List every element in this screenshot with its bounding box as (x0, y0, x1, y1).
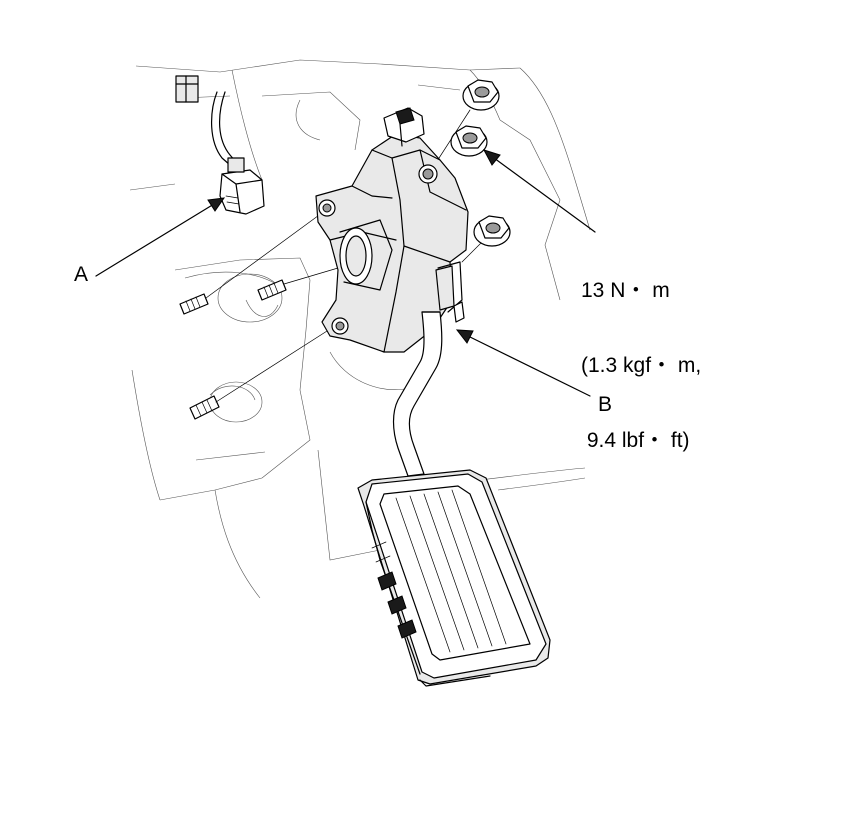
torque-line-1: 13 N・ m (581, 279, 670, 302)
torque-line-3: 9.4 lbf・ ft) (581, 429, 690, 452)
leader-torque (482, 149, 596, 233)
stud-lower (189, 395, 220, 420)
pedal-arm-b (392, 301, 465, 477)
stud-left-upper (179, 293, 209, 315)
stud-right-upper (257, 279, 287, 301)
flange-nuts (450, 79, 511, 247)
pedal-bracket-assembly (315, 107, 469, 353)
pedal-pad (357, 469, 551, 687)
label-b: B (598, 393, 613, 416)
mounting-studs (179, 279, 287, 420)
leader-a (95, 197, 226, 277)
nut-lower (473, 215, 511, 247)
leader-b (455, 329, 591, 397)
nut-middle (450, 125, 488, 157)
connector-a (175, 75, 265, 215)
leader-lines (95, 149, 596, 397)
torque-specification: 13 N・ m (1.3 kgf・ m, 9.4 lbf・ ft) (581, 228, 701, 478)
torque-line-2: (1.3 kgf・ m, (581, 354, 702, 377)
nut-top (462, 79, 500, 111)
label-a: A (74, 263, 89, 286)
